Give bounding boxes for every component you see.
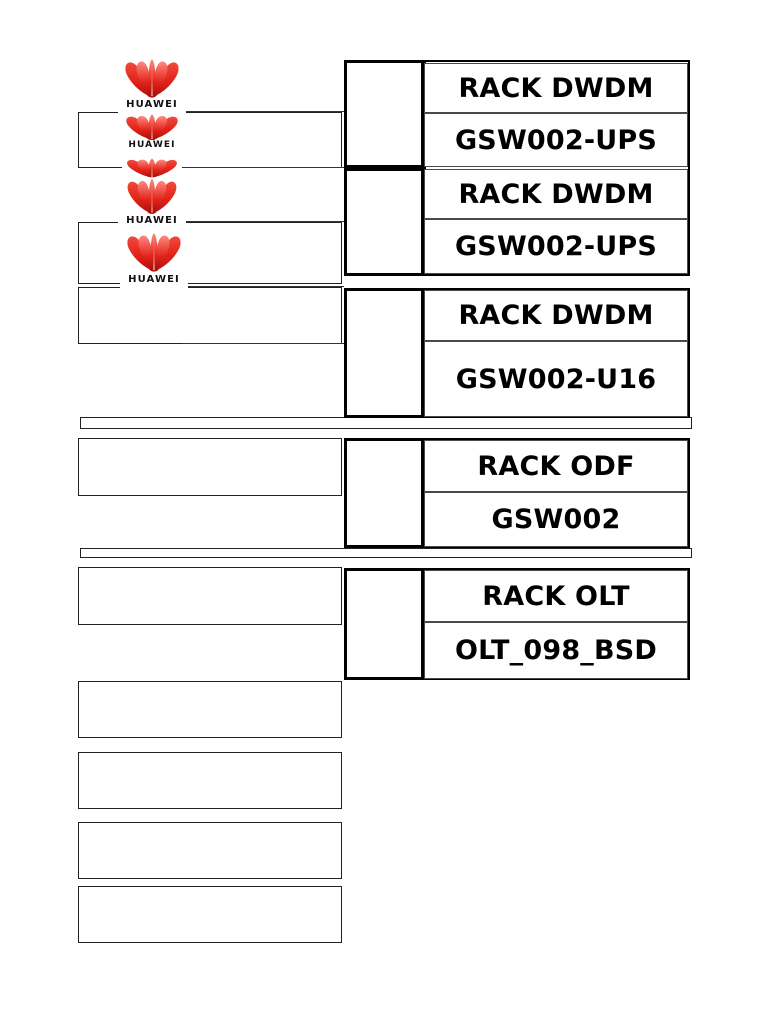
huawei-logo: HUAWEI (118, 178, 186, 228)
site-label-cell[interactable]: GSW002-U16 (424, 341, 688, 417)
huawei-logo: HUAWEI (118, 58, 186, 114)
blank-label-box[interactable] (78, 752, 342, 809)
huawei-wordmark: HUAWEI (128, 274, 180, 285)
rack-label-cell[interactable]: RACK OLT (424, 570, 688, 622)
rack-label-cell[interactable]: RACK DWDM (424, 290, 688, 341)
blank-separator-strip[interactable] (80, 417, 692, 429)
blank-middle-cell[interactable] (344, 60, 424, 168)
connector-line (182, 111, 344, 112)
huawei-flower-icon (125, 59, 179, 98)
rack-label-cell[interactable]: RACK DWDM (424, 63, 688, 113)
rack-label-cell[interactable]: RACK ODF (424, 440, 688, 492)
huawei-logo: HUAWEI (118, 114, 186, 154)
huawei-flower-icon (127, 178, 177, 214)
blank-label-box[interactable] (78, 886, 342, 943)
connector-line (182, 286, 344, 287)
connector-line (182, 221, 344, 222)
huawei-flower-icon (127, 233, 181, 272)
blank-middle-cell[interactable] (344, 438, 424, 548)
huawei-logo: HUAWEI (120, 232, 188, 290)
connector-line (182, 343, 344, 344)
blank-middle-cell[interactable] (344, 288, 424, 418)
site-label-cell[interactable]: GSW002-UPS (424, 113, 688, 167)
huawei-wordmark: HUAWEI (128, 140, 176, 150)
rack-label-cell[interactable]: RACK DWDM (424, 169, 688, 219)
huawei-logo (122, 158, 182, 180)
blank-label-box[interactable] (78, 567, 342, 625)
huawei-wordmark: HUAWEI (126, 99, 178, 110)
site-label-cell[interactable]: OLT_098_BSD (424, 622, 688, 679)
blank-separator-strip[interactable] (80, 548, 692, 558)
blank-middle-cell[interactable] (344, 168, 424, 276)
site-label-cell[interactable]: GSW002-UPS (424, 219, 688, 274)
blank-label-box[interactable] (78, 222, 342, 284)
huawei-flower-icon (127, 158, 177, 178)
blank-label-box[interactable] (78, 822, 342, 879)
blank-middle-cell[interactable] (344, 568, 424, 680)
huawei-flower-icon (126, 114, 178, 140)
blank-label-box[interactable] (78, 287, 342, 344)
huawei-wordmark: HUAWEI (126, 215, 178, 226)
blank-label-box[interactable] (78, 681, 342, 738)
site-label-cell[interactable]: GSW002 (424, 492, 688, 547)
connector-line (182, 167, 344, 168)
blank-label-box[interactable] (78, 438, 342, 496)
